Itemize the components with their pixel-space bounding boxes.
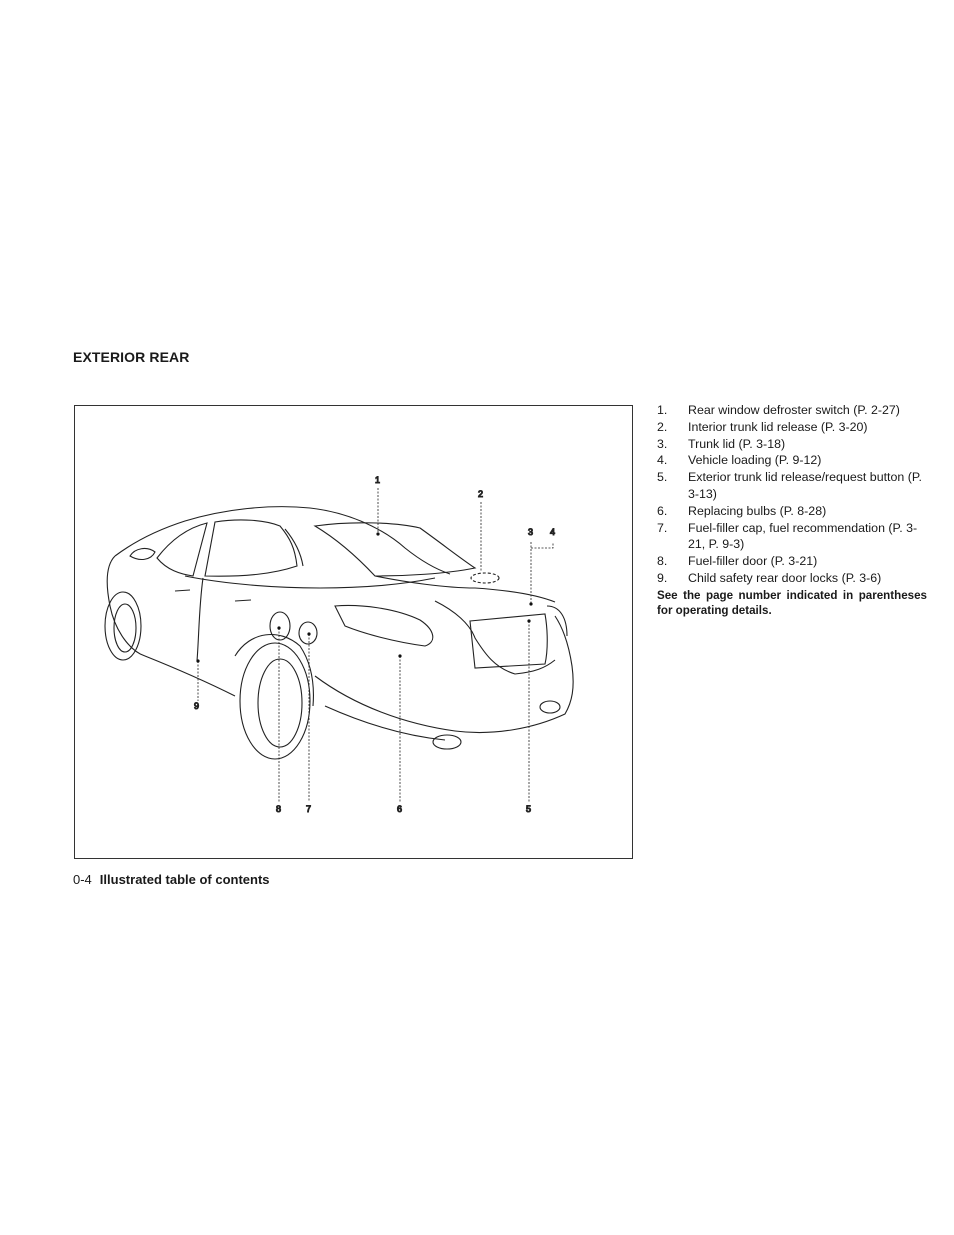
callout-2: 2	[478, 489, 483, 499]
legend-item: 5. Exterior trunk lid release/request but…	[657, 469, 927, 503]
car-rear-illustration: 1 2 3 4 5 6 7 8 9	[74, 405, 633, 859]
legend-item: 1. Rear window defroster switch (P. 2-27)	[657, 402, 927, 419]
fuel-filler-door	[269, 611, 291, 641]
callout-8: 8	[276, 804, 281, 814]
front-wheel	[104, 591, 142, 661]
exhaust-right	[539, 700, 561, 714]
callout-legend: 1. Rear window defroster switch (P. 2-27)…	[657, 402, 927, 587]
rear-bumper	[314, 615, 574, 734]
rear-window	[313, 522, 477, 577]
legend-item: 6. Replacing bulbs (P. 8-28)	[657, 503, 927, 520]
callout-6: 6	[397, 804, 402, 814]
page-footer: 0-4 Illustrated table of contents	[73, 872, 270, 887]
legend-text: Fuel-filler door (P. 3-21)	[688, 554, 818, 569]
front-wheel-inner	[113, 603, 137, 653]
callout-7: 7	[306, 804, 311, 814]
legend-number: 6.	[657, 503, 668, 518]
legend-number: 5.	[657, 470, 668, 485]
quarter-glass	[284, 528, 304, 567]
fuel-filler-cap	[298, 621, 318, 645]
side-mirror	[129, 547, 156, 561]
car-drawing	[104, 506, 574, 760]
bumper-lower	[324, 705, 446, 741]
tail-lamp-left	[334, 604, 434, 647]
interior-release-marker	[470, 572, 500, 584]
legend-number: 9.	[657, 570, 668, 585]
legend-item: 3. Trunk lid (P. 3-18)	[657, 436, 927, 453]
page-number: 0-4	[73, 872, 92, 887]
door-handle-rear	[234, 599, 252, 602]
legend-text: Child safety rear door locks (P. 3-6)	[688, 570, 882, 585]
legend-text: Trunk lid (P. 3-18)	[688, 436, 786, 451]
legend-number: 3.	[657, 436, 668, 451]
leader-4-bracket	[531, 542, 554, 549]
legend-number: 1.	[657, 403, 668, 417]
door-line	[196, 577, 204, 662]
legend-text: Rear window defroster switch (P. 2-27)	[688, 403, 900, 417]
exhaust-left	[432, 734, 462, 750]
operating-details-note: See the page number indicated in parenth…	[657, 589, 927, 617]
trunk-lid	[434, 600, 556, 675]
callout-4: 4	[550, 527, 555, 537]
beltline	[184, 575, 436, 589]
license-recess	[469, 613, 548, 669]
rear-wheel-arch	[234, 633, 314, 707]
footer-title: Illustrated table of contents	[99, 872, 270, 887]
callout-1: 1	[375, 475, 380, 485]
legend-text: Interior trunk lid release (P. 3-20)	[688, 419, 868, 434]
callout-dots	[196, 532, 533, 663]
legend-text: Fuel-filler cap, fuel recommendation (P.…	[688, 520, 918, 552]
side-window-front	[156, 522, 208, 577]
legend-number: 2.	[657, 419, 668, 434]
legend-number: 7.	[657, 520, 668, 535]
callout-9: 9	[194, 701, 199, 711]
legend-text: Exterior trunk lid release/request butto…	[688, 470, 922, 501]
section-title: EXTERIOR REAR	[73, 349, 190, 365]
legend-item: 9. Child safety rear door locks (P. 3-6)	[657, 570, 927, 587]
legend-item: 4. Vehicle loading (P. 9-12)	[657, 452, 927, 469]
legend-item: 2. Interior trunk lid release (P. 3-20)	[657, 419, 927, 436]
rear-deck	[374, 575, 556, 603]
side-window-rear	[204, 519, 298, 577]
legend-item: 8. Fuel-filler door (P. 3-21)	[657, 553, 927, 570]
rear-wheel-inner	[257, 658, 303, 748]
body-side	[106, 555, 236, 697]
legend-item: 7. Fuel-filler cap, fuel recommendation (…	[657, 520, 927, 554]
callout-5: 5	[526, 804, 531, 814]
legend-text: Replacing bulbs (P. 8-28)	[688, 503, 827, 518]
roof-outline	[114, 506, 451, 575]
callout-leaders	[197, 488, 554, 802]
legend-text: Vehicle loading (P. 9-12)	[688, 453, 822, 468]
door-handle-front	[174, 589, 191, 592]
legend-number: 4.	[657, 453, 668, 468]
legend-number: 8.	[657, 554, 668, 569]
rear-wheel	[239, 642, 311, 760]
callout-3: 3	[528, 527, 533, 537]
tail-lamp-right	[546, 605, 568, 637]
